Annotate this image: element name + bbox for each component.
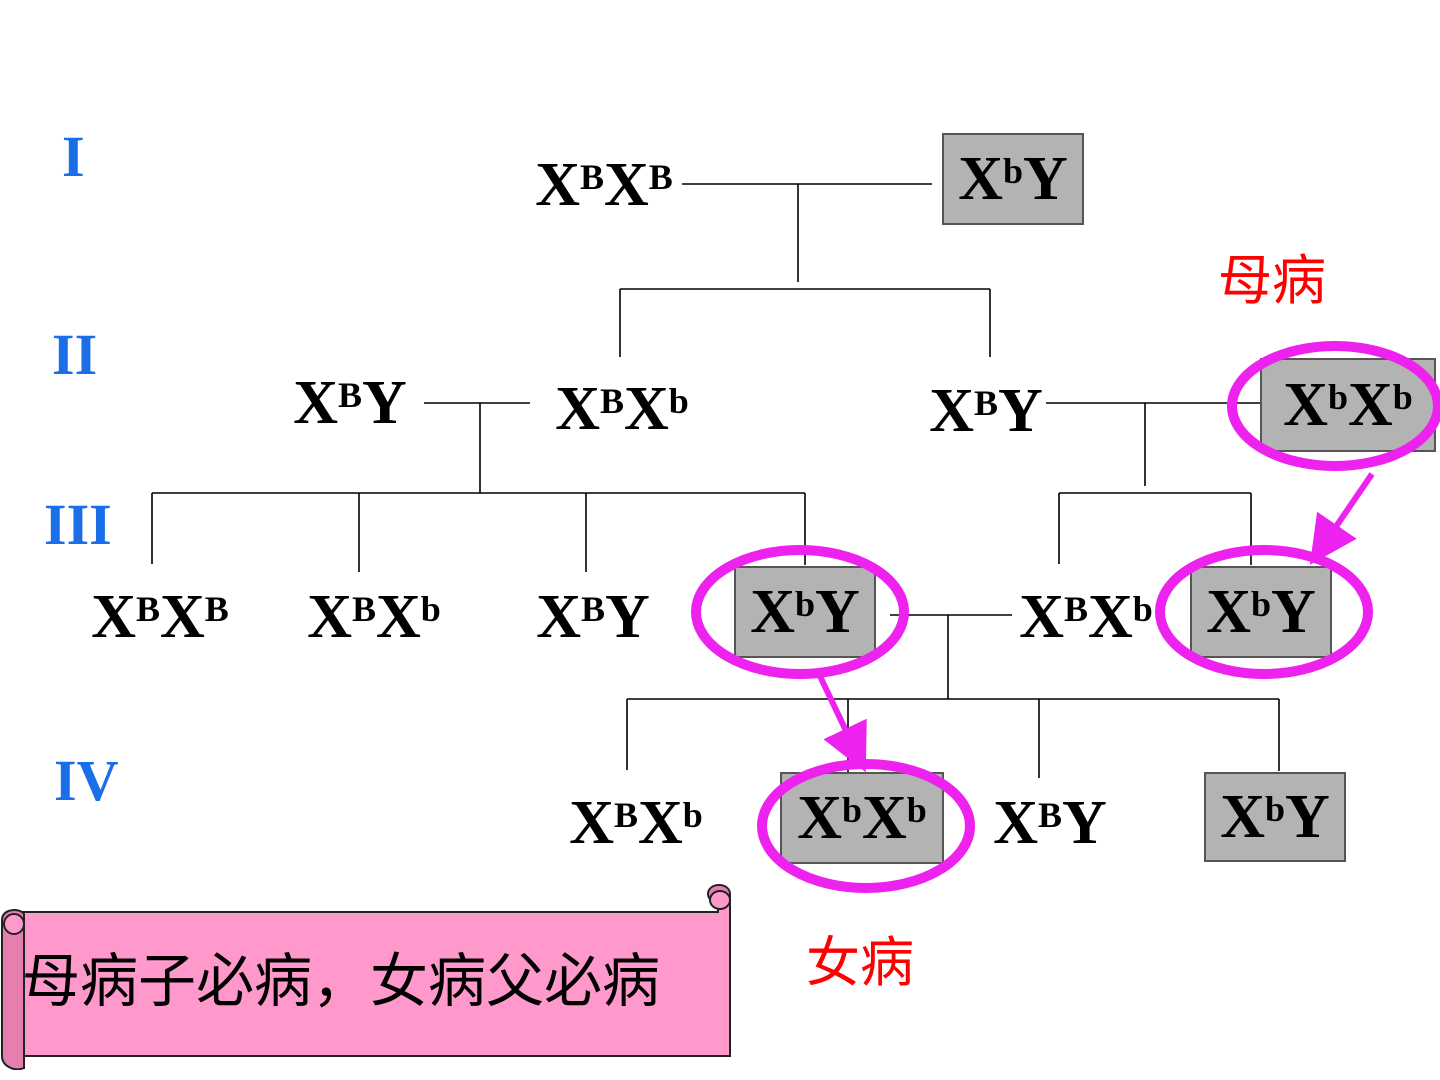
generation-label-4: IV xyxy=(54,748,119,813)
banner-curl-left xyxy=(0,909,25,1070)
banner-text: 母病子必病，女病父必病 xyxy=(22,947,661,1015)
generation-label-1: I xyxy=(62,124,85,189)
note-daughter-affected: 女病 xyxy=(806,931,914,994)
generation-label-2: II xyxy=(52,322,98,387)
scroll-banner xyxy=(0,884,731,1070)
note-mother-affected: 母病 xyxy=(1218,249,1326,312)
banner-curl-left-roll xyxy=(3,913,25,935)
generation-label-3: III xyxy=(44,492,112,557)
banner-curl-right-roll xyxy=(709,890,731,910)
